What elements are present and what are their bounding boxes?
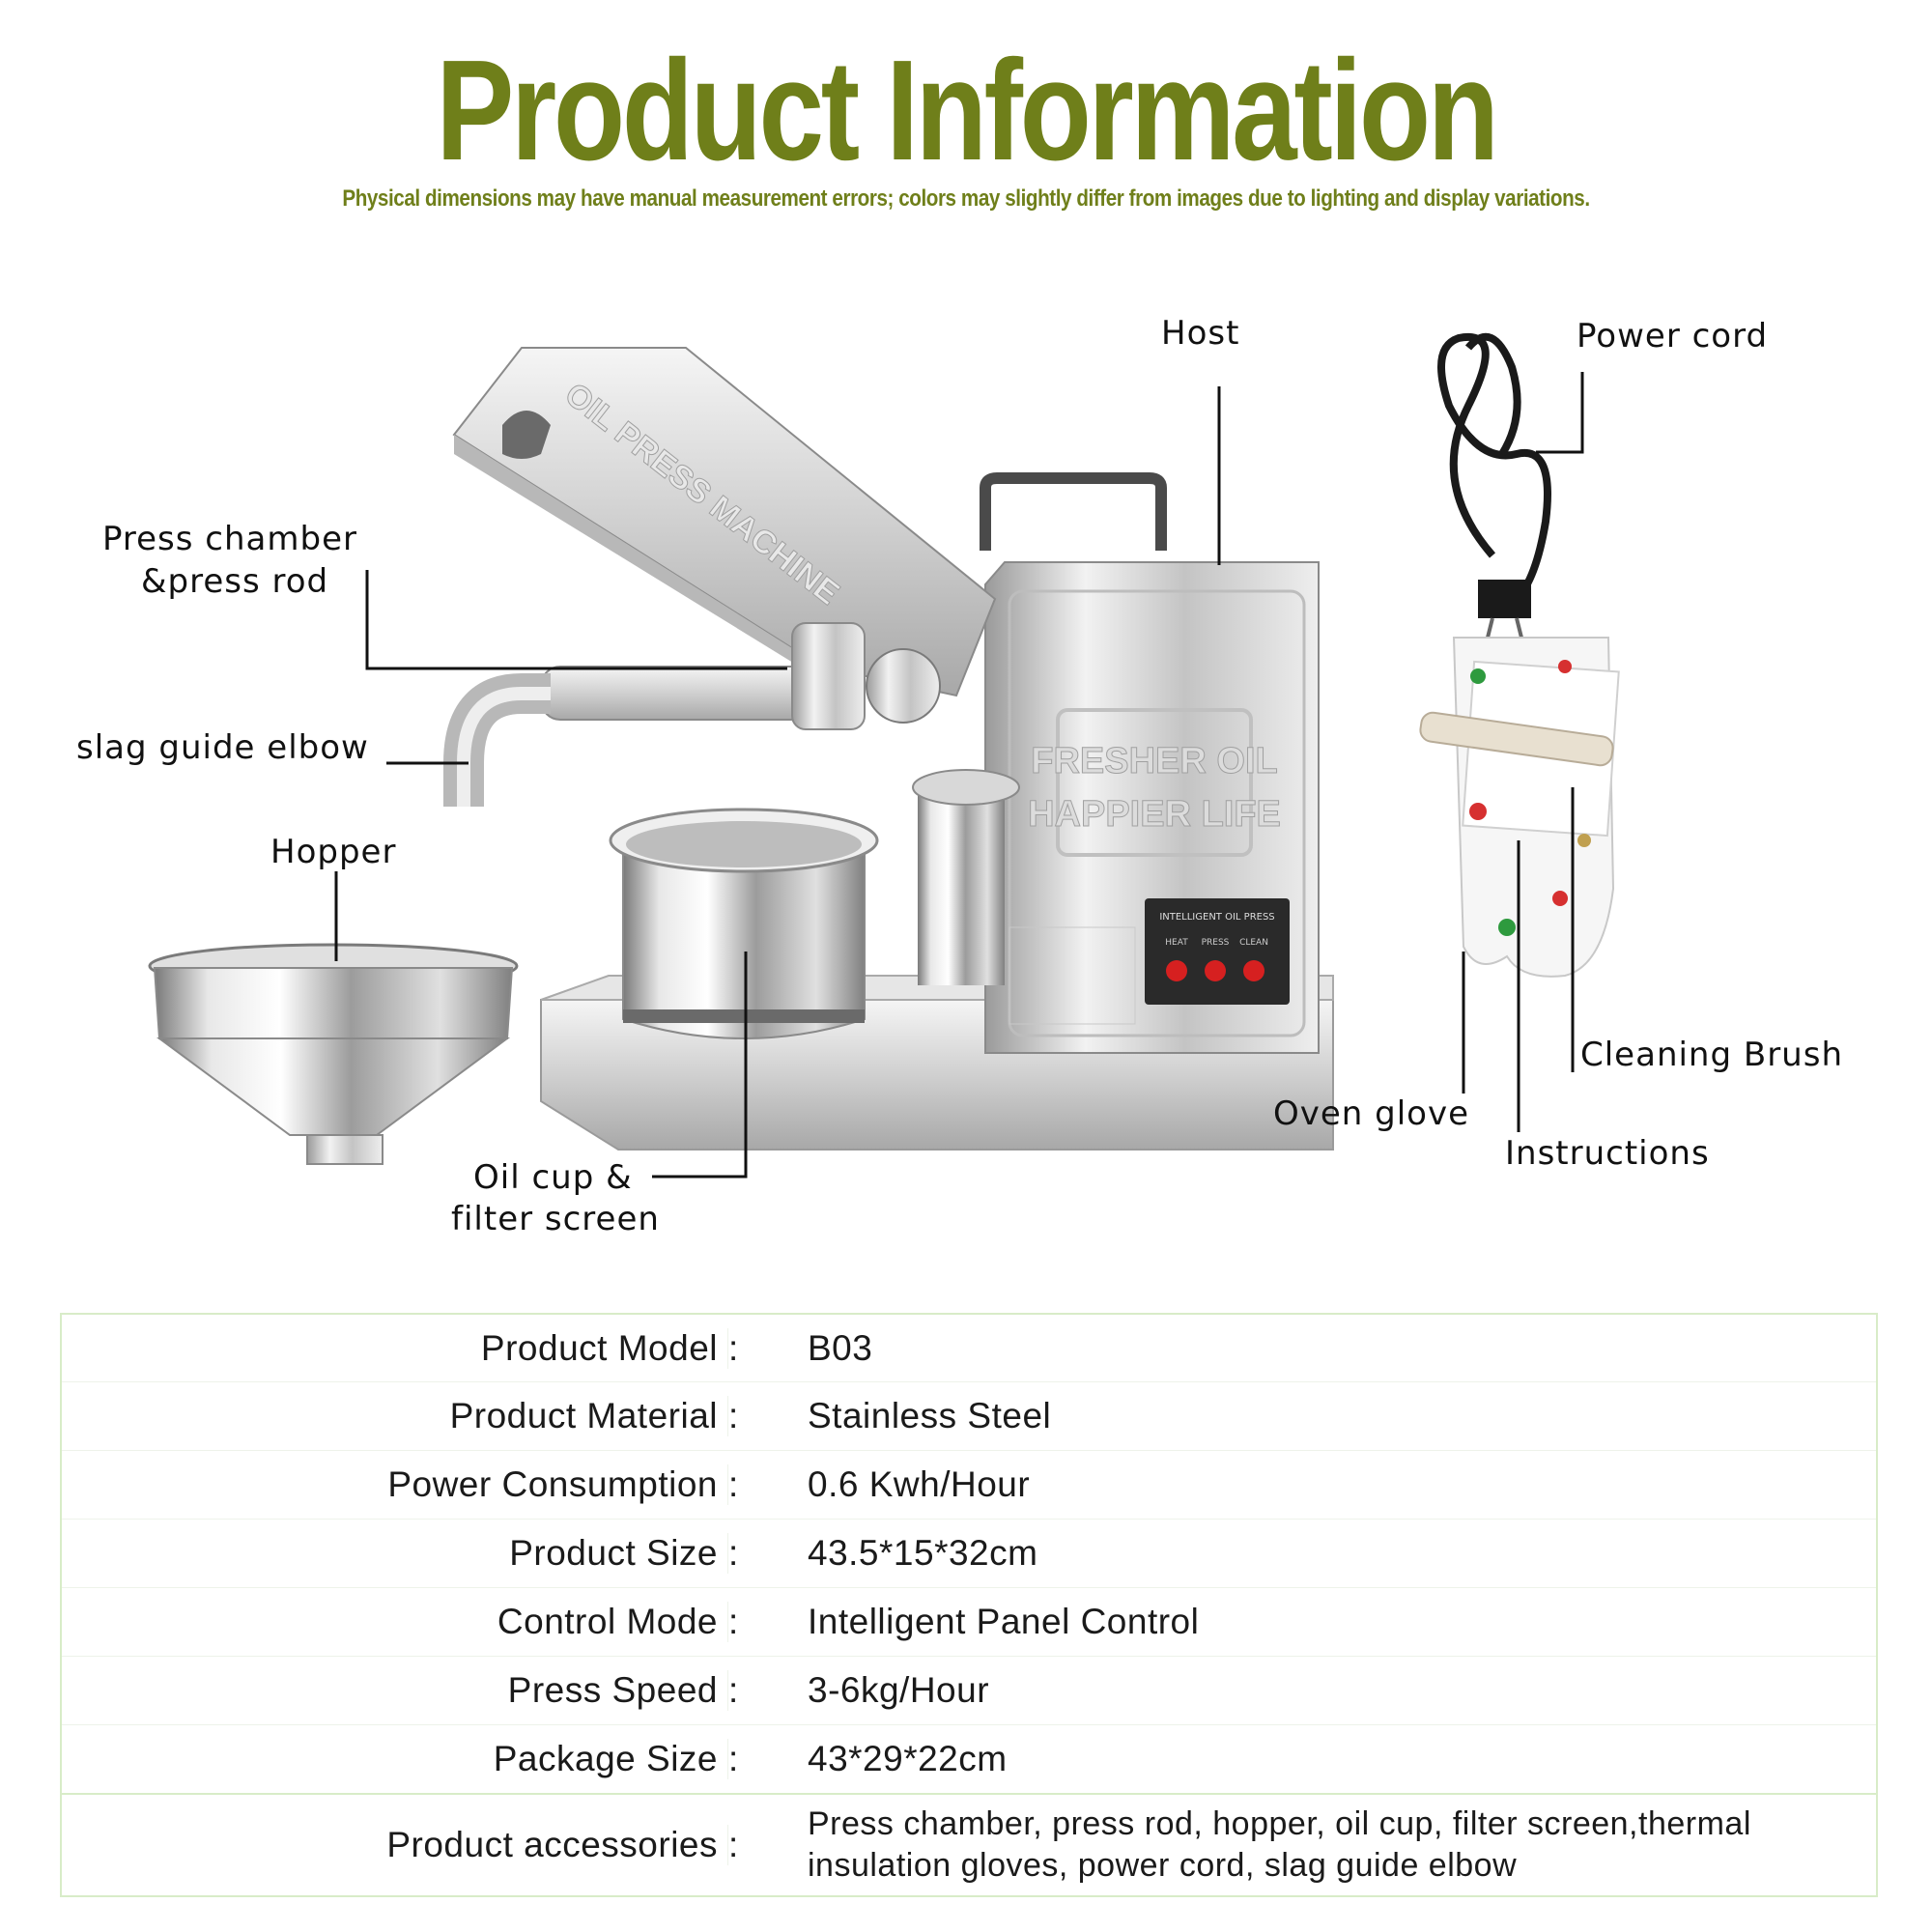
spec-label: Control Mode bbox=[62, 1602, 728, 1642]
host-body: FRESHER OIL HAPPIER LIFE INTELLIGENT OIL… bbox=[984, 561, 1320, 1054]
spec-separator: : bbox=[728, 1327, 739, 1368]
spec-separator: : bbox=[728, 1739, 739, 1778]
callout-hopper: Hopper bbox=[270, 833, 397, 871]
spec-row: Control Mode : Intelligent Panel Control bbox=[62, 1588, 1876, 1657]
spec-label: Product accessories bbox=[62, 1825, 728, 1865]
spec-table: Product Model : B03 Product Material : S… bbox=[60, 1313, 1878, 1897]
hopper bbox=[148, 943, 519, 1165]
spec-label: Power Consumption bbox=[62, 1464, 728, 1505]
spec-separator: : bbox=[728, 1464, 739, 1504]
spec-row: Product accessories : Press chamber, pre… bbox=[62, 1795, 1876, 1895]
press-arm: OIL PRESS MACHINE bbox=[452, 347, 997, 697]
control-panel-button-label: PRESS bbox=[1202, 938, 1230, 948]
clean-button-icon bbox=[1243, 960, 1264, 981]
callout-cleaning-brush: Cleaning Brush bbox=[1580, 1036, 1843, 1074]
spec-row: Product Model : B03 bbox=[62, 1315, 1876, 1382]
page-subtitle: Physical dimensions may have manual meas… bbox=[342, 185, 1590, 212]
spec-label: Package Size bbox=[62, 1739, 728, 1779]
callout-host: Host bbox=[1161, 314, 1240, 353]
spec-label: Press Speed bbox=[62, 1670, 728, 1711]
callout-lines bbox=[334, 372, 1584, 1179]
control-panel-button-label: CLEAN bbox=[1239, 938, 1268, 948]
panel-text-fresher: FRESHER OIL bbox=[1031, 741, 1277, 781]
spec-value: 0.6 Kwh/Hour bbox=[808, 1464, 1031, 1504]
spec-value: 43*29*22cm bbox=[808, 1739, 1008, 1778]
spec-value: Intelligent Panel Control bbox=[808, 1602, 1200, 1641]
control-panel-title: INTELLIGENT OIL PRESS bbox=[1159, 912, 1274, 923]
spec-value: Press chamber, press rod, hopper, oil cu… bbox=[808, 1805, 1751, 1884]
spec-separator: : bbox=[728, 1533, 739, 1573]
callout-press-chamber-2: &press rod bbox=[141, 562, 329, 601]
spec-value: Stainless Steel bbox=[808, 1396, 1052, 1435]
callout-oil-cup-2: filter screen bbox=[451, 1200, 660, 1238]
callout-power-cord: Power cord bbox=[1577, 317, 1769, 355]
callout-press-chamber-1: Press chamber bbox=[102, 520, 357, 558]
spec-label: Product Size bbox=[62, 1533, 728, 1574]
spec-separator: : bbox=[728, 1670, 739, 1710]
leader-oil-cup bbox=[652, 952, 748, 1179]
page-title: Product Information bbox=[436, 31, 1499, 190]
spec-separator: : bbox=[728, 1396, 739, 1435]
callout-instructions: Instructions bbox=[1505, 1134, 1710, 1173]
spec-value: 3-6kg/Hour bbox=[808, 1670, 990, 1710]
spec-separator: : bbox=[728, 1825, 739, 1864]
callout-slag-guide: slag guide elbow bbox=[76, 728, 369, 767]
cleaning-brush-icon bbox=[1419, 711, 1614, 767]
spec-separator: : bbox=[728, 1602, 739, 1641]
callout-oil-cup-1: Oil cup & bbox=[473, 1158, 633, 1197]
press-button-icon bbox=[1205, 960, 1226, 981]
leader-power-cord bbox=[1536, 372, 1584, 454]
host-handle bbox=[980, 472, 1167, 551]
heat-button-icon bbox=[1166, 960, 1187, 981]
spec-label: Product Material bbox=[62, 1396, 728, 1436]
power-cord bbox=[1437, 332, 1551, 639]
spec-row: Press Speed : 3-6kg/Hour bbox=[62, 1657, 1876, 1725]
spec-label: Product Model bbox=[62, 1327, 728, 1369]
product-illustration: FRESHER OIL HAPPIER LIFE INTELLIGENT OIL… bbox=[148, 332, 1620, 1179]
spec-row: Package Size : 43*29*22cm bbox=[62, 1725, 1876, 1795]
spec-row: Product Material : Stainless Steel bbox=[62, 1382, 1876, 1451]
spec-row: Power Consumption : 0.6 Kwh/Hour bbox=[62, 1451, 1876, 1520]
callout-oven-glove: Oven glove bbox=[1273, 1094, 1470, 1133]
panel-text-happier: HAPPIER LIFE bbox=[1028, 794, 1281, 835]
leader-press-chamber bbox=[365, 570, 787, 670]
spec-value: 43.5*15*32cm bbox=[808, 1533, 1038, 1573]
oil-cup bbox=[609, 808, 879, 1039]
back-cup bbox=[912, 769, 1020, 985]
spec-row: Product Size : 43.5*15*32cm bbox=[62, 1520, 1876, 1588]
spec-value: B03 bbox=[808, 1327, 873, 1368]
control-panel-button-label: HEAT bbox=[1165, 938, 1188, 948]
